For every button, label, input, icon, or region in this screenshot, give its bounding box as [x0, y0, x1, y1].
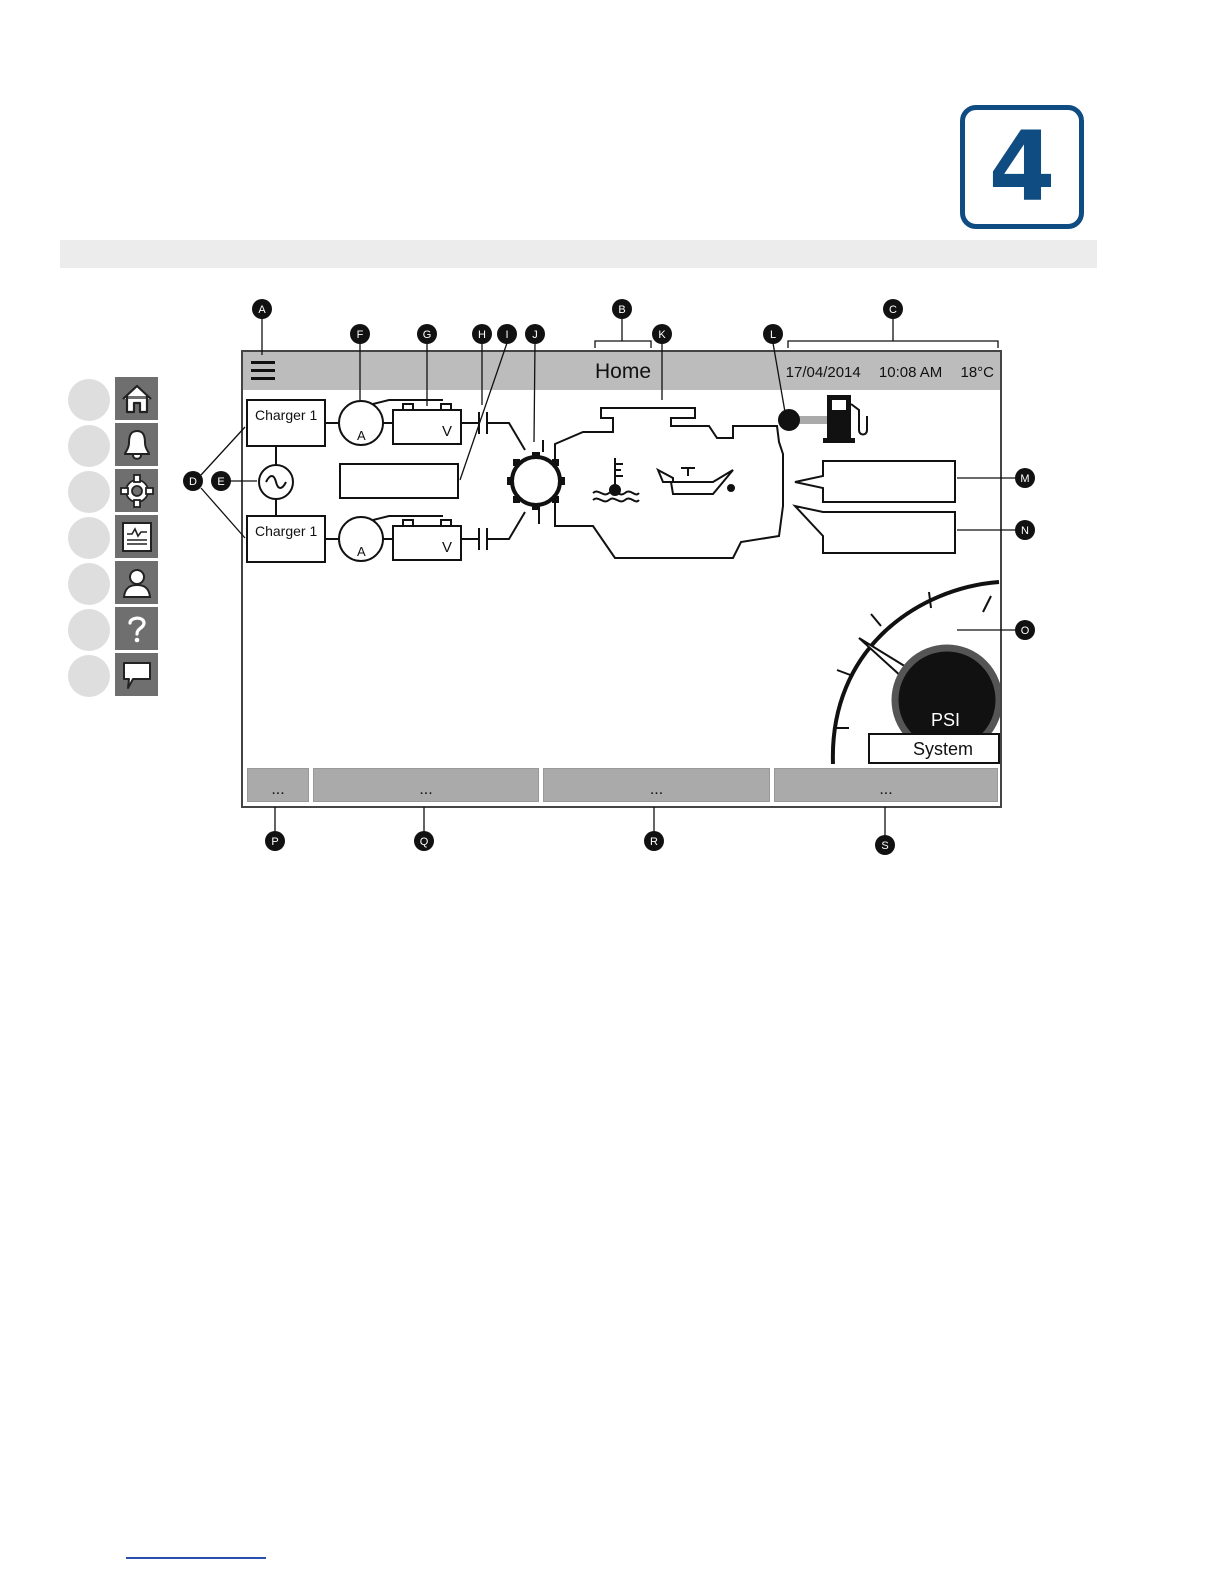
callout-o: O [1021, 625, 1030, 637]
callout-layer: A B C D E F G H I J K L M N O P Q R S [0, 0, 1224, 900]
callout-e: E [217, 476, 224, 488]
callout-s: S [881, 840, 888, 852]
callout-b: B [618, 304, 625, 316]
bottom-link-underline [126, 1557, 266, 1559]
callout-c: C [889, 304, 897, 316]
callout-n: N [1021, 525, 1029, 537]
callout-g: G [423, 329, 432, 341]
callout-a: A [258, 304, 266, 316]
callout-q: Q [420, 836, 429, 848]
callout-m: M [1020, 473, 1029, 485]
callout-j: J [532, 329, 538, 341]
callout-f: F [357, 329, 364, 341]
callout-k: K [658, 329, 666, 341]
callout-p: P [271, 836, 278, 848]
callout-i: I [505, 329, 508, 341]
callout-l: L [770, 329, 776, 341]
callout-d: D [189, 476, 197, 488]
callout-r: R [650, 836, 658, 848]
callout-h: H [478, 329, 486, 341]
